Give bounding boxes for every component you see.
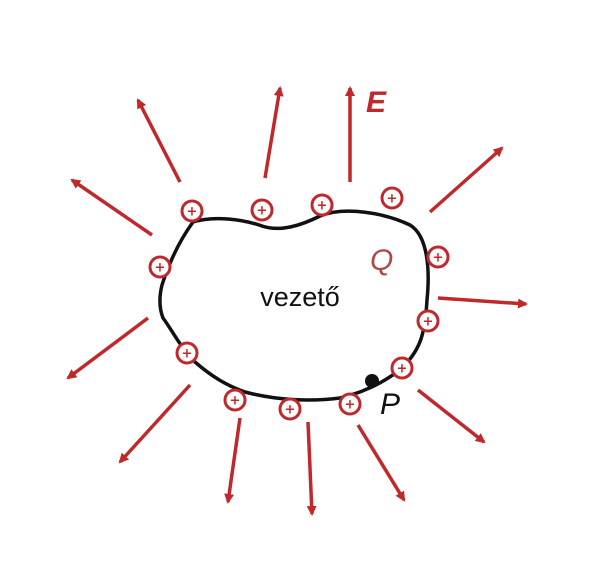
circled-plus-icon: + (310, 193, 334, 217)
surface-charges: + + + + + + + + + + + + (148, 186, 450, 421)
plus-sign: + (423, 315, 434, 330)
plus-sign: + (187, 205, 198, 220)
circled-plus-icon: + (338, 392, 362, 416)
circled-plus-icon: + (390, 356, 414, 380)
field-arrow (437, 296, 528, 309)
plus-sign: + (397, 362, 408, 377)
field-arrow (416, 388, 486, 444)
field-arrow (118, 383, 192, 464)
plus-sign: + (257, 204, 268, 219)
circled-plus-icon: + (148, 255, 172, 279)
field-arrow (224, 417, 242, 504)
point-label: P (380, 388, 400, 421)
field-arrow (428, 146, 504, 214)
circled-plus-icon: + (180, 199, 204, 223)
plus-sign: + (285, 403, 296, 418)
conductor-label: vezető (260, 282, 340, 312)
circled-plus-icon: + (380, 186, 404, 210)
circled-plus-icon: + (175, 341, 199, 365)
circled-plus-icon: + (223, 388, 247, 412)
plus-sign: + (182, 347, 193, 362)
field-arrow (136, 98, 182, 183)
charge-label: Q (370, 244, 393, 277)
field-arrow (356, 424, 406, 502)
plus-sign: + (433, 251, 444, 266)
plus-sign: + (155, 261, 166, 276)
plus-sign: + (387, 192, 398, 207)
field-arrow (306, 421, 317, 516)
field-arrow (263, 86, 284, 179)
field-label: E (366, 86, 387, 119)
circled-plus-icon: + (278, 397, 302, 421)
circled-plus-icon: + (416, 309, 440, 333)
circled-plus-icon: + (250, 198, 274, 222)
plus-sign: + (317, 199, 328, 214)
plus-sign: + (230, 394, 241, 409)
field-arrow (66, 316, 150, 380)
circled-plus-icon: + (426, 245, 450, 269)
point-P-marker (365, 374, 379, 388)
field-arrows (66, 86, 528, 516)
field-arrow (70, 178, 153, 237)
plus-sign: + (345, 398, 356, 413)
